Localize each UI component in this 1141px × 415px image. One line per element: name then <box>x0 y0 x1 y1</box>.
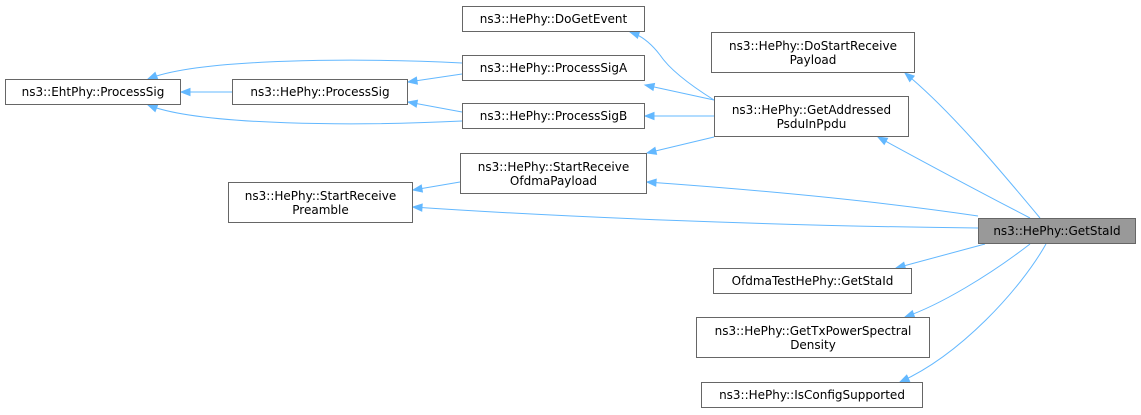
node-he-get-addressed-psdu-in-ppdu[interactable]: ns3::HePhy::GetAddressed PsduInPpdu <box>714 96 909 137</box>
edge-arrowhead <box>406 99 419 108</box>
edge-he-get-sta-id-to-he-start-receive-ofdma-payload <box>646 181 979 217</box>
node-label: ns3::HePhy::IsConfigSupported <box>719 388 905 402</box>
node-he-start-receive-ofdma-payload[interactable]: ns3::HePhy::StartReceive OfdmaPayload <box>460 153 647 194</box>
edge-he-get-addressed-psdu-in-ppdu-to-he-do-get-event <box>629 31 715 101</box>
node-label: ns3::HePhy::DoGetEvent <box>479 12 628 26</box>
edge-arrowhead <box>645 146 658 155</box>
edge-arrowhead <box>903 72 916 83</box>
node-label-line-1: ns3::HePhy::StartReceive <box>477 159 630 174</box>
edge-arrowhead <box>645 178 657 187</box>
node-ofdma-test-get-sta-id[interactable]: OfdmaTestHePhy::GetStaId <box>713 268 912 294</box>
node-label: ns3::EhtPhy::ProcessSig <box>21 85 165 99</box>
node-label-line-2: Density <box>790 337 836 352</box>
node-he-process-sig-a[interactable]: ns3::HePhy::ProcessSigA <box>462 55 645 81</box>
node-label: OfdmaTestHePhy::GetStaId <box>731 274 894 288</box>
node-label-line-2: Preamble <box>292 202 349 217</box>
edge-arrowhead <box>643 111 655 121</box>
node-he-start-receive-preamble[interactable]: ns3::HePhy::StartReceive Preamble <box>228 182 413 223</box>
edge-arrowhead <box>643 82 656 92</box>
edge-he-process-sig-b-to-eht-process-sig <box>147 104 463 125</box>
node-he-get-sta-id-focus: ns3::HePhy::GetStaId <box>978 218 1136 244</box>
node-label: ns3::HePhy::ProcessSigA <box>479 61 628 75</box>
edge-arrowhead <box>411 184 424 193</box>
node-label-line-1: ns3::HePhy::DoStartReceive <box>728 38 898 53</box>
edge-arrowhead <box>628 30 641 39</box>
edge-arrowhead <box>146 71 159 80</box>
edge-he-get-sta-id-to-he-is-config-supported <box>899 243 1047 383</box>
node-he-is-config-supported[interactable]: ns3::HePhy::IsConfigSupported <box>701 382 923 408</box>
edge-he-get-addressed-psdu-in-ppdu-to-he-process-sig-a <box>644 84 715 101</box>
edge-arrowhead <box>179 87 191 97</box>
node-he-process-sig[interactable]: ns3::HePhy::ProcessSig <box>232 79 408 105</box>
node-label: ns3::HePhy::ProcessSigB <box>479 109 628 123</box>
node-label-line-1: ns3::HePhy::StartReceive <box>244 188 397 203</box>
node-label: ns3::HePhy::GetStaId <box>993 224 1121 238</box>
node-he-process-sig-b[interactable]: ns3::HePhy::ProcessSigB <box>462 103 645 129</box>
node-eht-process-sig[interactable]: ns3::EhtPhy::ProcessSig <box>5 79 181 105</box>
edge-arrowhead <box>898 374 911 383</box>
node-label: ns3::HePhy::ProcessSig <box>250 85 390 99</box>
node-label-line-2: Payload <box>789 52 837 67</box>
node-he-do-start-receive-payload[interactable]: ns3::HePhy::DoStartReceive Payload <box>711 32 915 73</box>
node-label-line-1: ns3::HePhy::GetAddressed <box>731 102 892 117</box>
node-label-line-2: OfdmaPayload <box>509 173 598 188</box>
edge-arrowhead <box>876 136 889 146</box>
edge-arrowhead <box>406 76 419 85</box>
node-label-line-1: ns3::HePhy::GetTxPowerSpectral <box>714 323 912 338</box>
edge-he-get-sta-id-to-he-do-start-receive-payload <box>904 72 1041 219</box>
edge-arrowhead <box>146 104 159 113</box>
node-he-get-tx-power-spectral-density[interactable]: ns3::HePhy::GetTxPowerSpectral Density <box>696 317 930 358</box>
edge-he-process-sig-a-to-eht-process-sig <box>147 59 463 80</box>
edge-he-get-addressed-psdu-in-ppdu-to-he-start-receive-ofdma-payload <box>646 136 715 154</box>
edge-he-get-sta-id-to-ofdma-test-get-sta-id <box>895 243 986 269</box>
node-label-line-2: PsduInPpdu <box>776 116 847 131</box>
edge-arrowhead <box>411 203 423 212</box>
edge-he-get-sta-id-to-he-get-addressed-psdu-in-ppdu <box>877 136 1031 219</box>
edge-he-get-sta-id-to-he-start-receive-preamble <box>412 206 979 229</box>
edge-he-get-sta-id-to-he-get-tx-power-spectral-density <box>904 243 1031 318</box>
node-he-do-get-event[interactable]: ns3::HePhy::DoGetEvent <box>462 6 645 32</box>
